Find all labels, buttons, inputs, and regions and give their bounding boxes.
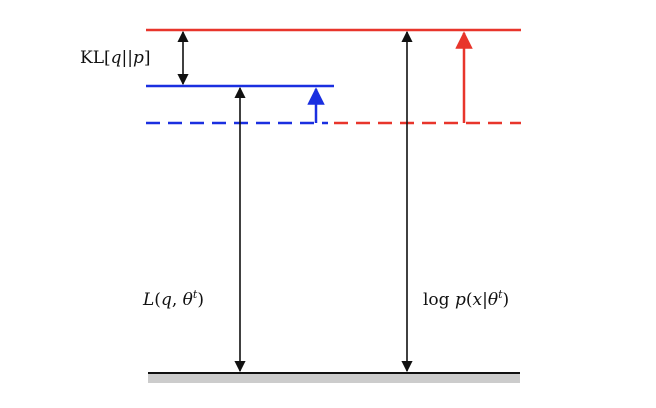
- ground-bar: [148, 373, 520, 383]
- lb-open: (: [154, 290, 161, 310]
- ll-x: x: [472, 290, 483, 310]
- kl-sep: ||: [121, 48, 133, 68]
- lb-sup: t: [192, 288, 198, 301]
- ll-log: log: [423, 290, 450, 310]
- kl-divergence-label: KL[q||p]: [80, 50, 151, 67]
- ll-p: p: [454, 290, 466, 310]
- kl-p: p: [132, 48, 144, 68]
- lb-q: q: [160, 290, 172, 310]
- lb-theta: θ: [182, 290, 193, 310]
- kl-suffix: ]: [143, 48, 151, 68]
- kl-prefix: KL[: [80, 48, 111, 68]
- ll-theta: θ: [487, 290, 499, 310]
- ll-sup: t: [498, 288, 503, 301]
- ll-bar: |: [482, 290, 488, 310]
- ll-open: (: [465, 290, 473, 310]
- lb-name: L: [143, 290, 155, 310]
- lb-close: ): [197, 290, 204, 310]
- lower-bound-label: L(q, θt): [143, 289, 204, 310]
- kl-q: q: [110, 48, 122, 68]
- ll-close: ): [502, 290, 510, 310]
- log-likelihood-label: log p(x|θt): [423, 289, 510, 310]
- lb-comma: ,: [171, 290, 183, 310]
